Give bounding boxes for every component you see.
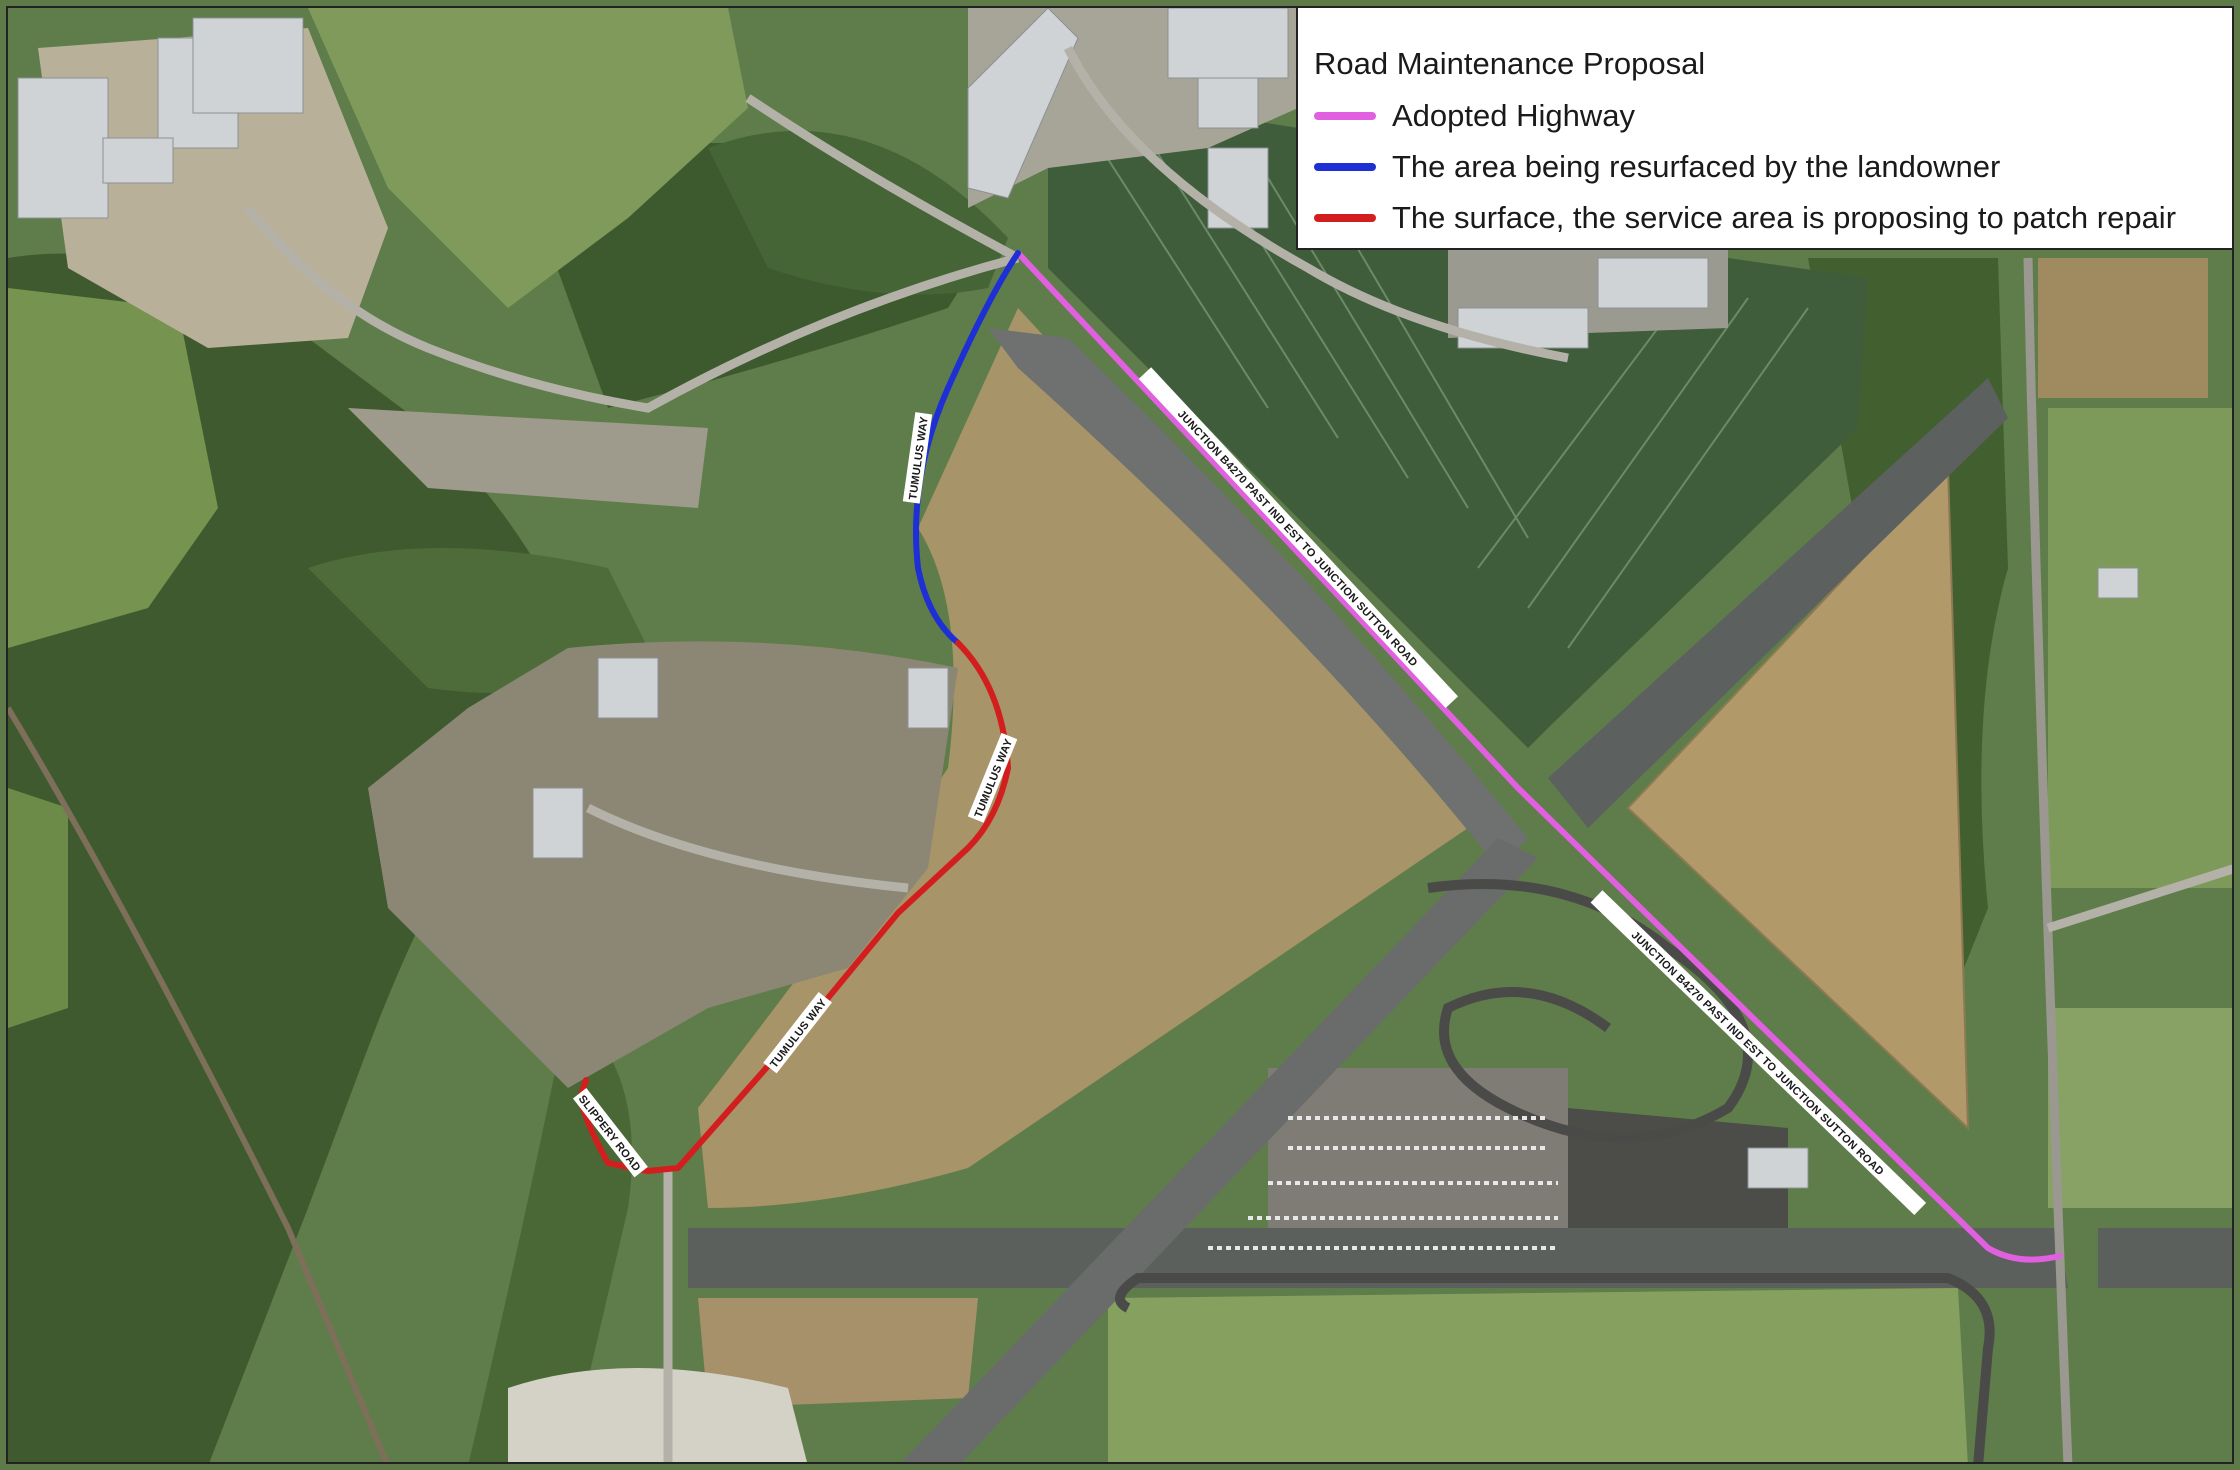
legend-label: The area being resurfaced by the landown…: [1392, 148, 2001, 184]
car-park: [1208, 1116, 1558, 1250]
legend-swatch-blue: [1314, 162, 1376, 171]
legend-swatch-magenta: [1314, 111, 1376, 120]
legend-title: Road Maintenance Proposal: [1314, 46, 1706, 81]
aerial-map[interactable]: TUMULUS WAY TUMULUS WAY TUMULUS WAY SLIP…: [8, 8, 2234, 1464]
map-legend: Road Maintenance Proposal Adopted Highwa…: [1296, 6, 2234, 250]
green-fields: [8, 8, 2232, 1462]
legend-swatch-red: [1314, 213, 1376, 222]
legend-label: The surface, the service area is proposi…: [1392, 199, 2177, 235]
map-frame: TUMULUS WAY TUMULUS WAY TUMULUS WAY SLIP…: [6, 6, 2234, 1464]
local-roads: [8, 45, 2232, 1462]
legend-item-landowner-resurfacing: The area being resurfaced by the landown…: [1314, 141, 2232, 192]
legend-label: Adopted Highway: [1392, 97, 1635, 133]
patch-repair-route[interactable]: [577, 640, 1011, 1174]
buildings: [17, 8, 2139, 1189]
adopted-highway-route[interactable]: [1015, 250, 2063, 1263]
legend-item-patch-repair: The surface, the service area is proposi…: [1314, 192, 2232, 243]
tan-fields: [698, 258, 2208, 1408]
legend-item-adopted-highway: Adopted Highway: [1314, 90, 2232, 141]
